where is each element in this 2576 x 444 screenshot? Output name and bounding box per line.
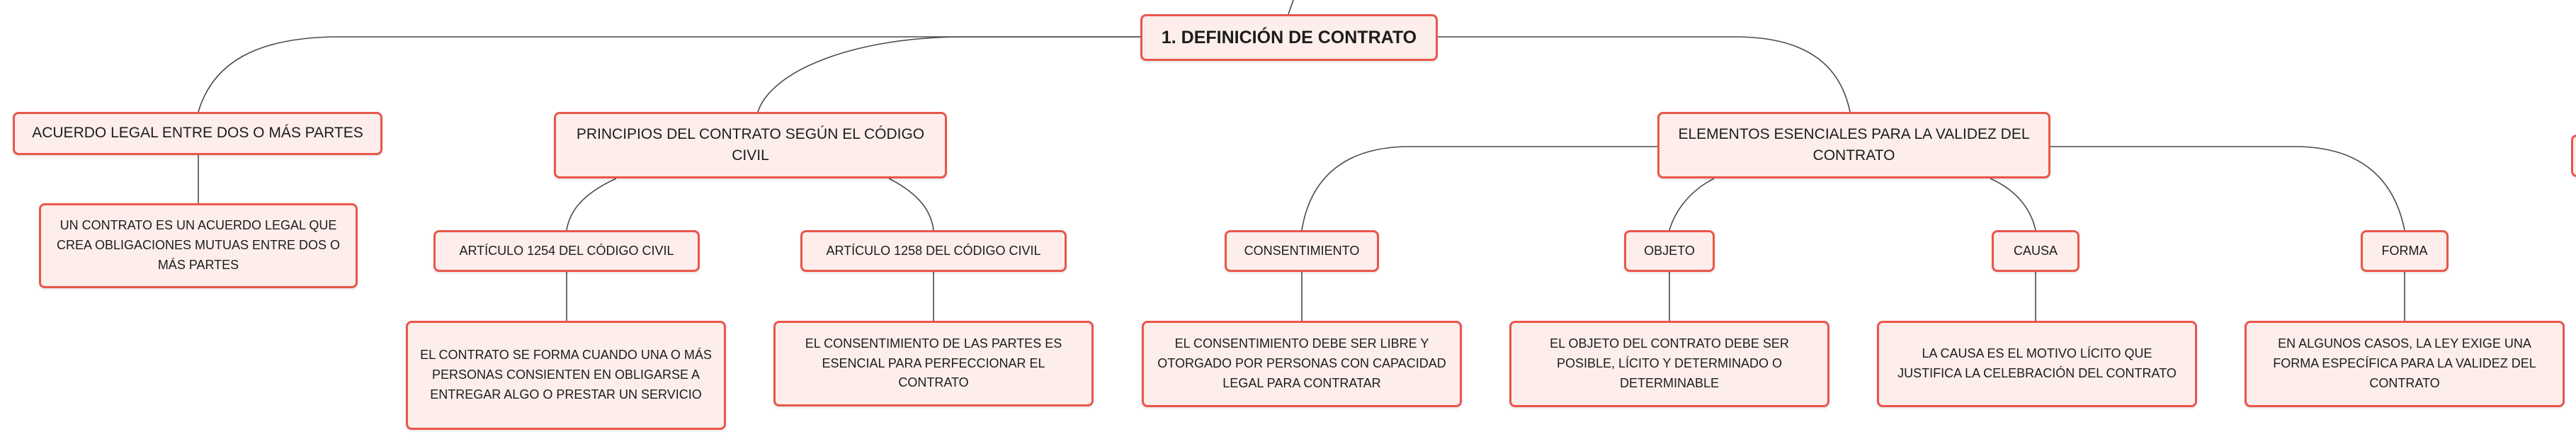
detail-acuerdo-legal[interactable]: UN CONTRATO ES UN ACUERDO LEGAL QUE CREA… (39, 203, 358, 288)
element-objeto[interactable]: OBJETO (1624, 230, 1715, 272)
detail-article-1254[interactable]: EL CONTRATO SE FORMA CUANDO UNA O MÁS PE… (406, 321, 726, 430)
root-topic[interactable]: 1. DEFINICIÓN DE CONTRATO (1140, 14, 1438, 61)
link-b2-forma (2047, 146, 2405, 231)
article-1258[interactable]: ARTÍCULO 1258 DEL CÓDIGO CIVIL (800, 230, 1067, 272)
detail-article-1254-text: EL CONTRATO SE FORMA CUANDO UNA O MÁS PE… (420, 348, 712, 402)
detail-forma[interactable]: EN ALGUNOS CASOS, LA LEY EXIGE UNA FORMA… (2245, 321, 2565, 407)
element-causa[interactable]: CAUSA (1992, 230, 2079, 272)
detail-consentimiento-text: EL CONSENTIMIENTO DEBE SER LIBRE Y OTORG… (1157, 336, 1446, 390)
branch-elementos-esenciales-label: ELEMENTOS ESENCIALES PARA LA VALIDEZ DEL… (1678, 125, 2030, 164)
detail-article-1258-text: EL CONSENTIMIENTO DE LAS PARTES ES ESENC… (805, 336, 1062, 390)
detail-causa-text: LA CAUSA ES EL MOTIVO LÍCITO QUE JUSTIFI… (1897, 346, 2177, 380)
branch-acuerdo-legal[interactable]: ACUERDO LEGAL ENTRE DOS O MÁS PARTES (13, 112, 382, 155)
element-consentimiento[interactable]: CONSENTIMIENTO (1225, 230, 1379, 272)
link-b1-art1258 (888, 178, 934, 231)
link-root-b2 (1438, 36, 1851, 113)
link-b2-causa (1990, 178, 2036, 231)
detail-objeto[interactable]: EL OBJETO DEL CONTRATO DEBE SER POSIBLE,… (1509, 321, 1829, 407)
branch-elementos-esenciales[interactable]: ELEMENTOS ESENCIALES PARA LA VALIDEZ DEL… (1657, 112, 2050, 178)
link-b2-consentimiento (1301, 146, 1659, 231)
root-topic-label: 1. DEFINICIÓN DE CONTRATO (1161, 27, 1417, 47)
detail-forma-text: EN ALGUNOS CASOS, LA LEY EXIGE UNA FORMA… (2273, 336, 2536, 390)
link-root-parent (1288, 0, 1294, 15)
link-b2-objeto (1669, 178, 1715, 231)
article-1254-label: ARTÍCULO 1254 DEL CÓDIGO CIVIL (459, 244, 674, 258)
article-1258-label: ARTÍCULO 1258 DEL CÓDIGO CIVIL (826, 244, 1041, 258)
element-consentimiento-label: CONSENTIMIENTO (1244, 244, 1360, 258)
element-objeto-label: OBJETO (1644, 244, 1695, 258)
element-causa-label: CAUSA (2013, 244, 2058, 258)
link-root-b0 (198, 36, 1140, 113)
branch-principios[interactable]: PRINCIPIOS DEL CONTRATO SEGÚN EL CÓDIGO … (554, 112, 947, 178)
branch-principios-label: PRINCIPIOS DEL CONTRATO SEGÚN EL CÓDIGO … (576, 125, 925, 164)
element-forma[interactable]: FORMA (2361, 230, 2449, 272)
detail-causa[interactable]: LA CAUSA ES EL MOTIVO LÍCITO QUE JUSTIFI… (1877, 321, 2197, 407)
detail-consentimiento[interactable]: EL CONSENTIMIENTO DEBE SER LIBRE Y OTORG… (1142, 321, 1462, 407)
detail-acuerdo-legal-text: UN CONTRATO ES UN ACUERDO LEGAL QUE CREA… (56, 218, 341, 272)
branch-acuerdo-legal-label: ACUERDO LEGAL ENTRE DOS O MÁS PARTES (32, 125, 363, 142)
link-root-b1 (757, 36, 1140, 113)
detail-objeto-text: EL OBJETO DEL CONTRATO DEBE SER POSIBLE,… (1550, 336, 1789, 390)
detail-article-1258[interactable]: EL CONSENTIMIENTO DE LAS PARTES ES ESENC… (773, 321, 1094, 406)
link-b1-art1254 (566, 178, 617, 231)
offscreen-node-edge[interactable] (2571, 135, 2576, 177)
element-forma-label: FORMA (2381, 244, 2428, 258)
article-1254[interactable]: ARTÍCULO 1254 DEL CÓDIGO CIVIL (433, 230, 700, 272)
